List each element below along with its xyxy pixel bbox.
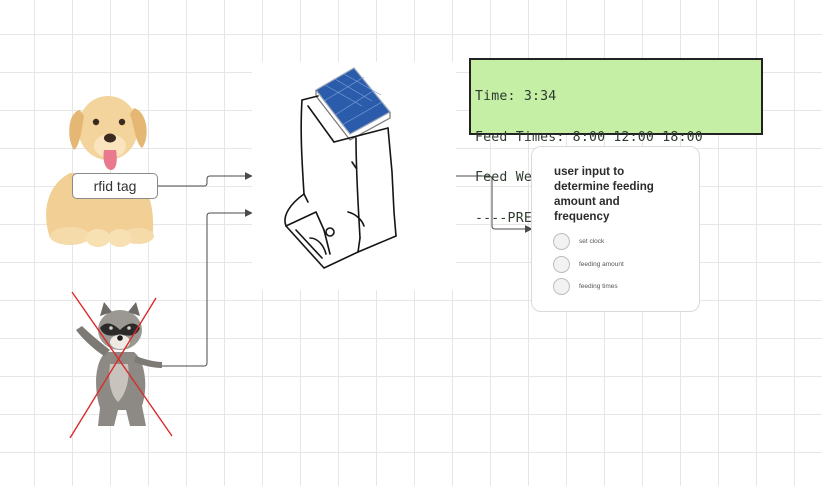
dog-icon bbox=[40, 88, 160, 248]
solar-panel-icon bbox=[316, 68, 390, 140]
radio-feeding-times[interactable] bbox=[553, 278, 570, 295]
option-label: set clock bbox=[579, 238, 604, 245]
radio-set-clock[interactable] bbox=[553, 233, 570, 250]
rfid-tag-label: rfid tag bbox=[72, 173, 158, 199]
user-input-card: user input to determine feeding amount a… bbox=[531, 146, 700, 312]
lcd-line-feed-times: Feed Times: 8:00 12:00 18:00 bbox=[475, 131, 761, 145]
radio-feeding-amount[interactable] bbox=[553, 256, 570, 273]
option-set-clock[interactable]: set clock bbox=[553, 233, 604, 250]
raccoon-to-feeder-arrow bbox=[162, 213, 252, 366]
lcd-display: Time: 3:34 Feed Times: 8:00 12:00 18:00 … bbox=[469, 58, 763, 135]
option-feeding-times[interactable]: feeding times bbox=[553, 278, 618, 295]
feeder-icon bbox=[252, 62, 456, 290]
raccoon-icon bbox=[68, 290, 174, 438]
option-label: feeding amount bbox=[579, 261, 624, 268]
card-title: user input to determine feeding amount a… bbox=[554, 164, 674, 224]
lcd-line-time: Time: 3:34 bbox=[475, 90, 761, 104]
option-label: feeding times bbox=[579, 283, 618, 290]
rfid-to-feeder-arrow bbox=[158, 176, 252, 186]
option-feeding-amount[interactable]: feeding amount bbox=[553, 256, 624, 273]
